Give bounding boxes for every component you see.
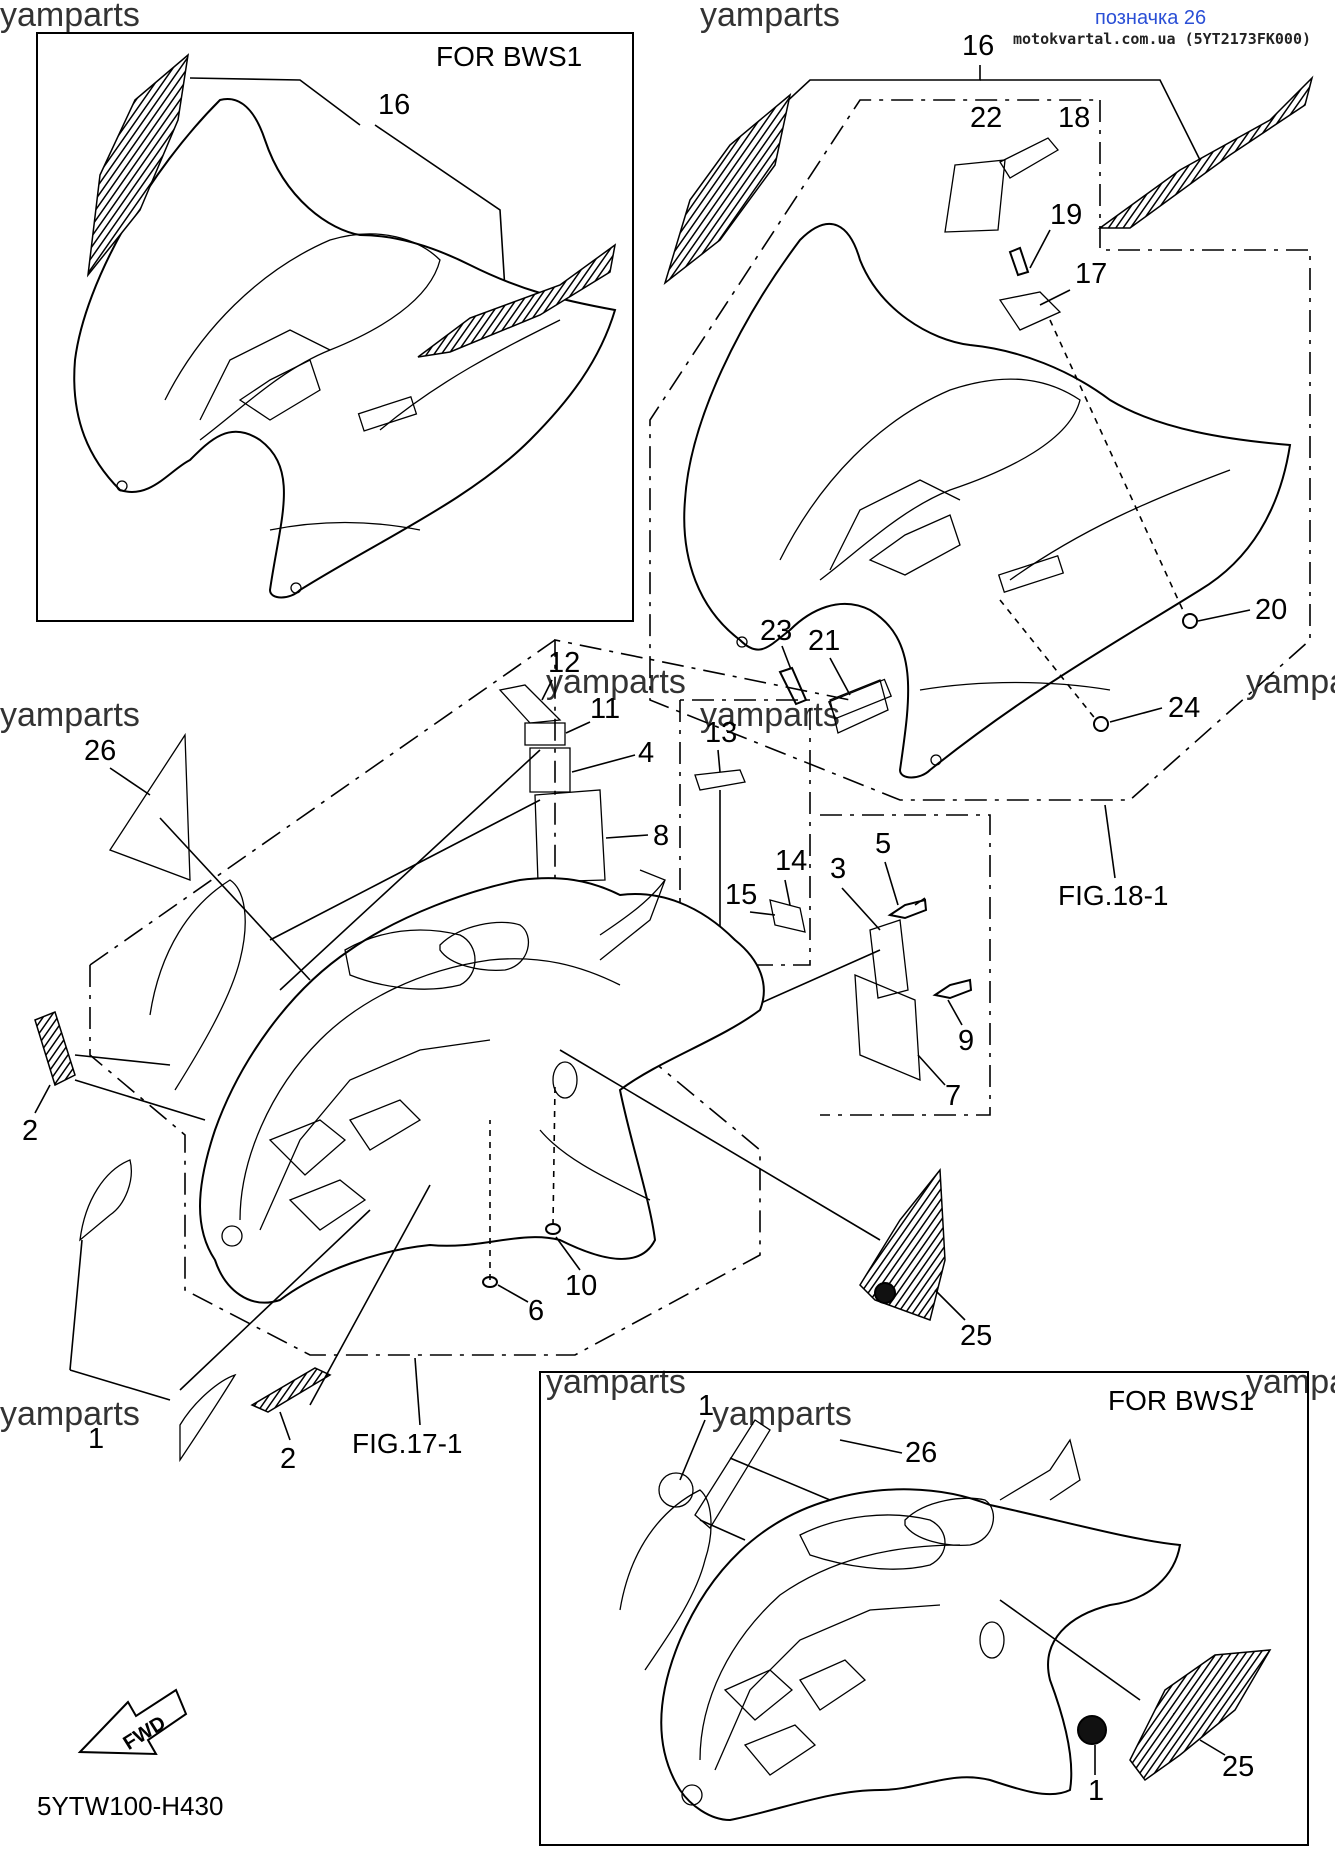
header-title: позначка 26: [1095, 7, 1206, 29]
variant-label: FOR BWS1: [1108, 1385, 1254, 1416]
rear-fender: [73, 98, 617, 599]
decal-26: [109, 732, 191, 881]
callout-26: 26: [905, 1437, 937, 1469]
watermark: yamparts: [546, 1363, 686, 1401]
callout-26: 26: [84, 735, 116, 767]
nut-20: [1182, 613, 1198, 629]
fig-18-reference: FIG.18-1: [1058, 880, 1168, 911]
front-fender: [660, 1488, 1182, 1822]
label-14-15: [769, 899, 806, 933]
watermark: yamparts: [546, 663, 686, 701]
callout-16: 16: [962, 30, 994, 62]
callout-1: 1: [88, 1423, 104, 1455]
callout-2: 2: [280, 1443, 296, 1475]
callout-3: 3: [830, 853, 846, 885]
callout-5: 5: [875, 828, 891, 860]
header-subtitle: motokvartal.com.ua (5YT2173FK000): [1013, 30, 1311, 48]
label-11: [524, 722, 566, 746]
watermark: yamparts: [0, 1395, 140, 1433]
decal-25: [859, 1167, 946, 1321]
decal-2: [34, 1011, 76, 1087]
label-8: [534, 789, 606, 883]
label-18: [999, 137, 1059, 179]
front-fender-assembly: 12 11 4 26 8 13 14 15 3 5 9: [22, 639, 992, 1475]
decal-1: [179, 1373, 237, 1463]
callout-15: 15: [725, 879, 757, 911]
screw-5: [887, 898, 928, 920]
callout-1: 1: [698, 1390, 714, 1422]
fig-17-reference: FIG.17-1: [352, 1428, 462, 1459]
watermark: yamparts: [1246, 663, 1335, 701]
label-13: [694, 769, 746, 791]
label-12: [498, 684, 562, 724]
callout-16: 16: [378, 89, 410, 121]
rear-fender: [683, 222, 1292, 779]
watermark: yamparts: [0, 0, 140, 34]
callout-25: 25: [960, 1320, 992, 1352]
variant-label: FOR BWS1: [436, 41, 582, 72]
callout-20: 20: [1255, 594, 1287, 626]
rear-fender-assembly: 16 22 18 19 17 20 23 2: [649, 30, 1314, 911]
callout-9: 9: [958, 1025, 974, 1057]
watermark: yamparts: [712, 1395, 852, 1433]
top-left-variant-box: FOR BWS1 16: [36, 32, 634, 622]
callout-10: 10: [565, 1270, 597, 1302]
watermark: yamparts: [1246, 1363, 1335, 1401]
plate-7: [854, 973, 921, 1082]
callout-11: 11: [590, 693, 620, 725]
callout-6: 6: [528, 1295, 544, 1327]
decal-26: [694, 1419, 771, 1529]
nut-10: [545, 1223, 561, 1235]
side-decal: [663, 93, 792, 286]
side-decal: [86, 53, 190, 278]
callout-17: 17: [1075, 258, 1107, 290]
callout-14: 14: [775, 845, 807, 877]
callout-23: 23: [760, 615, 792, 647]
decal-25: [1129, 1649, 1272, 1782]
decal-2: [250, 1367, 332, 1413]
diagram-code: 5YTW100-H430: [37, 1791, 223, 1821]
watermark: yamparts: [700, 0, 840, 34]
watermark: yamparts: [700, 696, 840, 734]
callout-2: 2: [22, 1115, 38, 1147]
callout-19: 19: [1050, 199, 1082, 231]
callout-1: 1: [1088, 1775, 1104, 1807]
callout-7: 7: [945, 1080, 961, 1112]
callout-24: 24: [1168, 692, 1200, 724]
bottom-right-variant-box: FOR BWS1 1 26 25 1: [539, 1371, 1309, 1846]
side-decal: [1097, 75, 1314, 229]
front-fender: [199, 877, 765, 1304]
callout-4: 4: [638, 737, 654, 769]
callout-22: 22: [970, 102, 1002, 134]
callout-21: 21: [808, 625, 840, 657]
plate-3: [869, 919, 909, 999]
callout-13: 13: [705, 717, 737, 749]
callout-8: 8: [653, 820, 669, 852]
callout-12: 12: [548, 647, 580, 679]
label-17: [998, 291, 1062, 331]
emblem: [1077, 1715, 1107, 1745]
nut-24: [1093, 716, 1109, 732]
watermark: yamparts: [0, 696, 140, 734]
label-21: [829, 679, 889, 734]
side-decal: [417, 243, 617, 358]
label-22: [944, 159, 1006, 233]
callout-18: 18: [1058, 102, 1090, 134]
callout-25: 25: [1222, 1751, 1254, 1783]
screw-9: [932, 978, 973, 1000]
bolt-19: [1008, 246, 1030, 277]
forward-arrow: FWD: [77, 1688, 188, 1756]
